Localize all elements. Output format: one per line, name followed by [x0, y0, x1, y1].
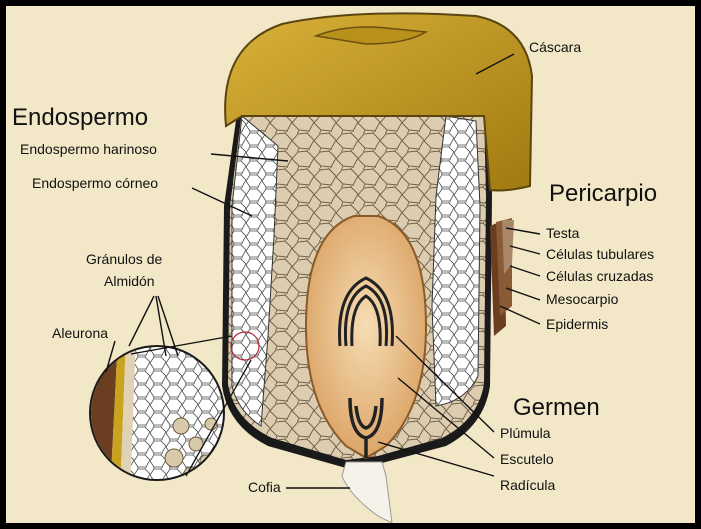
label-germen: Germen [513, 396, 600, 420]
label-epidermis: Epidermis [546, 317, 608, 331]
label-cofia: Cofia [248, 480, 281, 494]
label-aleurona: Aleurona [52, 326, 108, 340]
label-mesocarpio: Mesocarpio [546, 292, 618, 306]
root-cap [342, 462, 392, 523]
magnified-detail [86, 336, 236, 496]
label-radicula: Radícula [500, 478, 555, 492]
label-granulos-de: Gránulos de [86, 252, 162, 266]
label-celulas-tubulares: Células tubulares [546, 247, 654, 261]
label-escutelo: Escutelo [500, 452, 554, 466]
label-endospermo-harinoso: Endospermo harinoso [20, 142, 157, 156]
label-plumula: Plúmula [500, 426, 551, 440]
label-testa: Testa [546, 226, 579, 240]
label-almidon: Almidón [104, 274, 155, 288]
label-pericarpio: Pericarpio [549, 182, 657, 206]
label-endospermo: Endospermo [12, 106, 148, 130]
label-celulas-cruzadas: Células cruzadas [546, 269, 653, 283]
diagram-canvas: Cáscara Endospermo Endospermo harinoso E… [6, 6, 695, 523]
label-cascara: Cáscara [529, 40, 581, 54]
label-endospermo-corneo: Endospermo córneo [32, 176, 158, 190]
